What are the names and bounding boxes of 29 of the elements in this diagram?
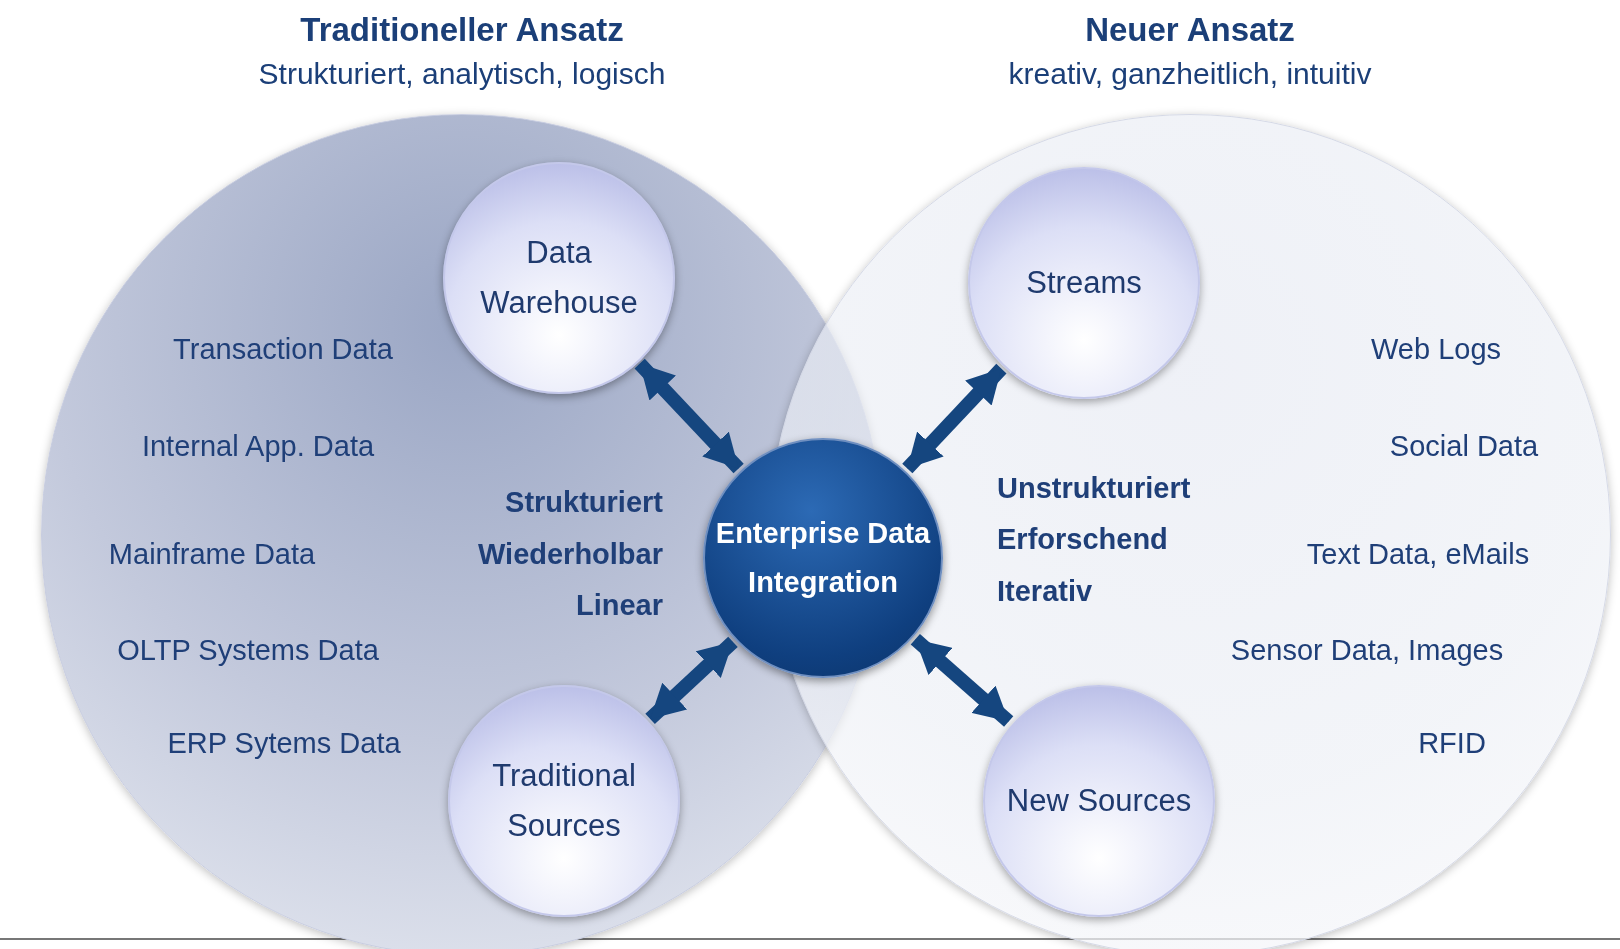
data-source-label: Mainframe Data bbox=[108, 539, 316, 569]
data-source-label: Social Data bbox=[1389, 431, 1539, 461]
node-label: Streams bbox=[1026, 264, 1142, 303]
subheading: kreativ, ganzheitlich, intuitiv bbox=[1008, 56, 1372, 93]
node-label: Traditional Sources bbox=[491, 757, 637, 845]
attribute-label: Strukturiert bbox=[505, 487, 663, 517]
data-source-label: Text Data, eMails bbox=[1306, 539, 1530, 569]
node-label: New Sources bbox=[1006, 782, 1192, 821]
heading: Traditioneller Ansatz bbox=[300, 10, 624, 50]
attribute-label: Erforschend bbox=[997, 524, 1168, 554]
double-arrow bbox=[645, 636, 738, 725]
heading: Neuer Ansatz bbox=[1085, 10, 1295, 50]
attribute-label: Iterativ bbox=[997, 576, 1093, 606]
data-source-label: Web Logs bbox=[1371, 334, 1501, 364]
data-source-label: Internal App. Data bbox=[141, 431, 375, 461]
double-arrow bbox=[910, 634, 1014, 727]
node-label: Enterprise Data Integration bbox=[714, 515, 932, 600]
node-label: Data Warehouse bbox=[479, 234, 639, 322]
attribute-label: Wiederholbar bbox=[477, 539, 663, 569]
data-source-label: RFID bbox=[1418, 728, 1486, 758]
subheading: Strukturiert, analytisch, logisch bbox=[258, 56, 666, 93]
data-source-label: Sensor Data, Images bbox=[1230, 635, 1504, 665]
data-source-label: OLTP Systems Data bbox=[117, 635, 379, 665]
double-arrow bbox=[902, 363, 1007, 474]
attribute-label: Linear bbox=[575, 590, 663, 620]
attribute-label: Unstrukturiert bbox=[997, 473, 1191, 503]
data-source-label: ERP Sytems Data bbox=[167, 728, 401, 758]
data-source-label: Transaction Data bbox=[173, 334, 393, 364]
double-arrow bbox=[634, 358, 744, 474]
